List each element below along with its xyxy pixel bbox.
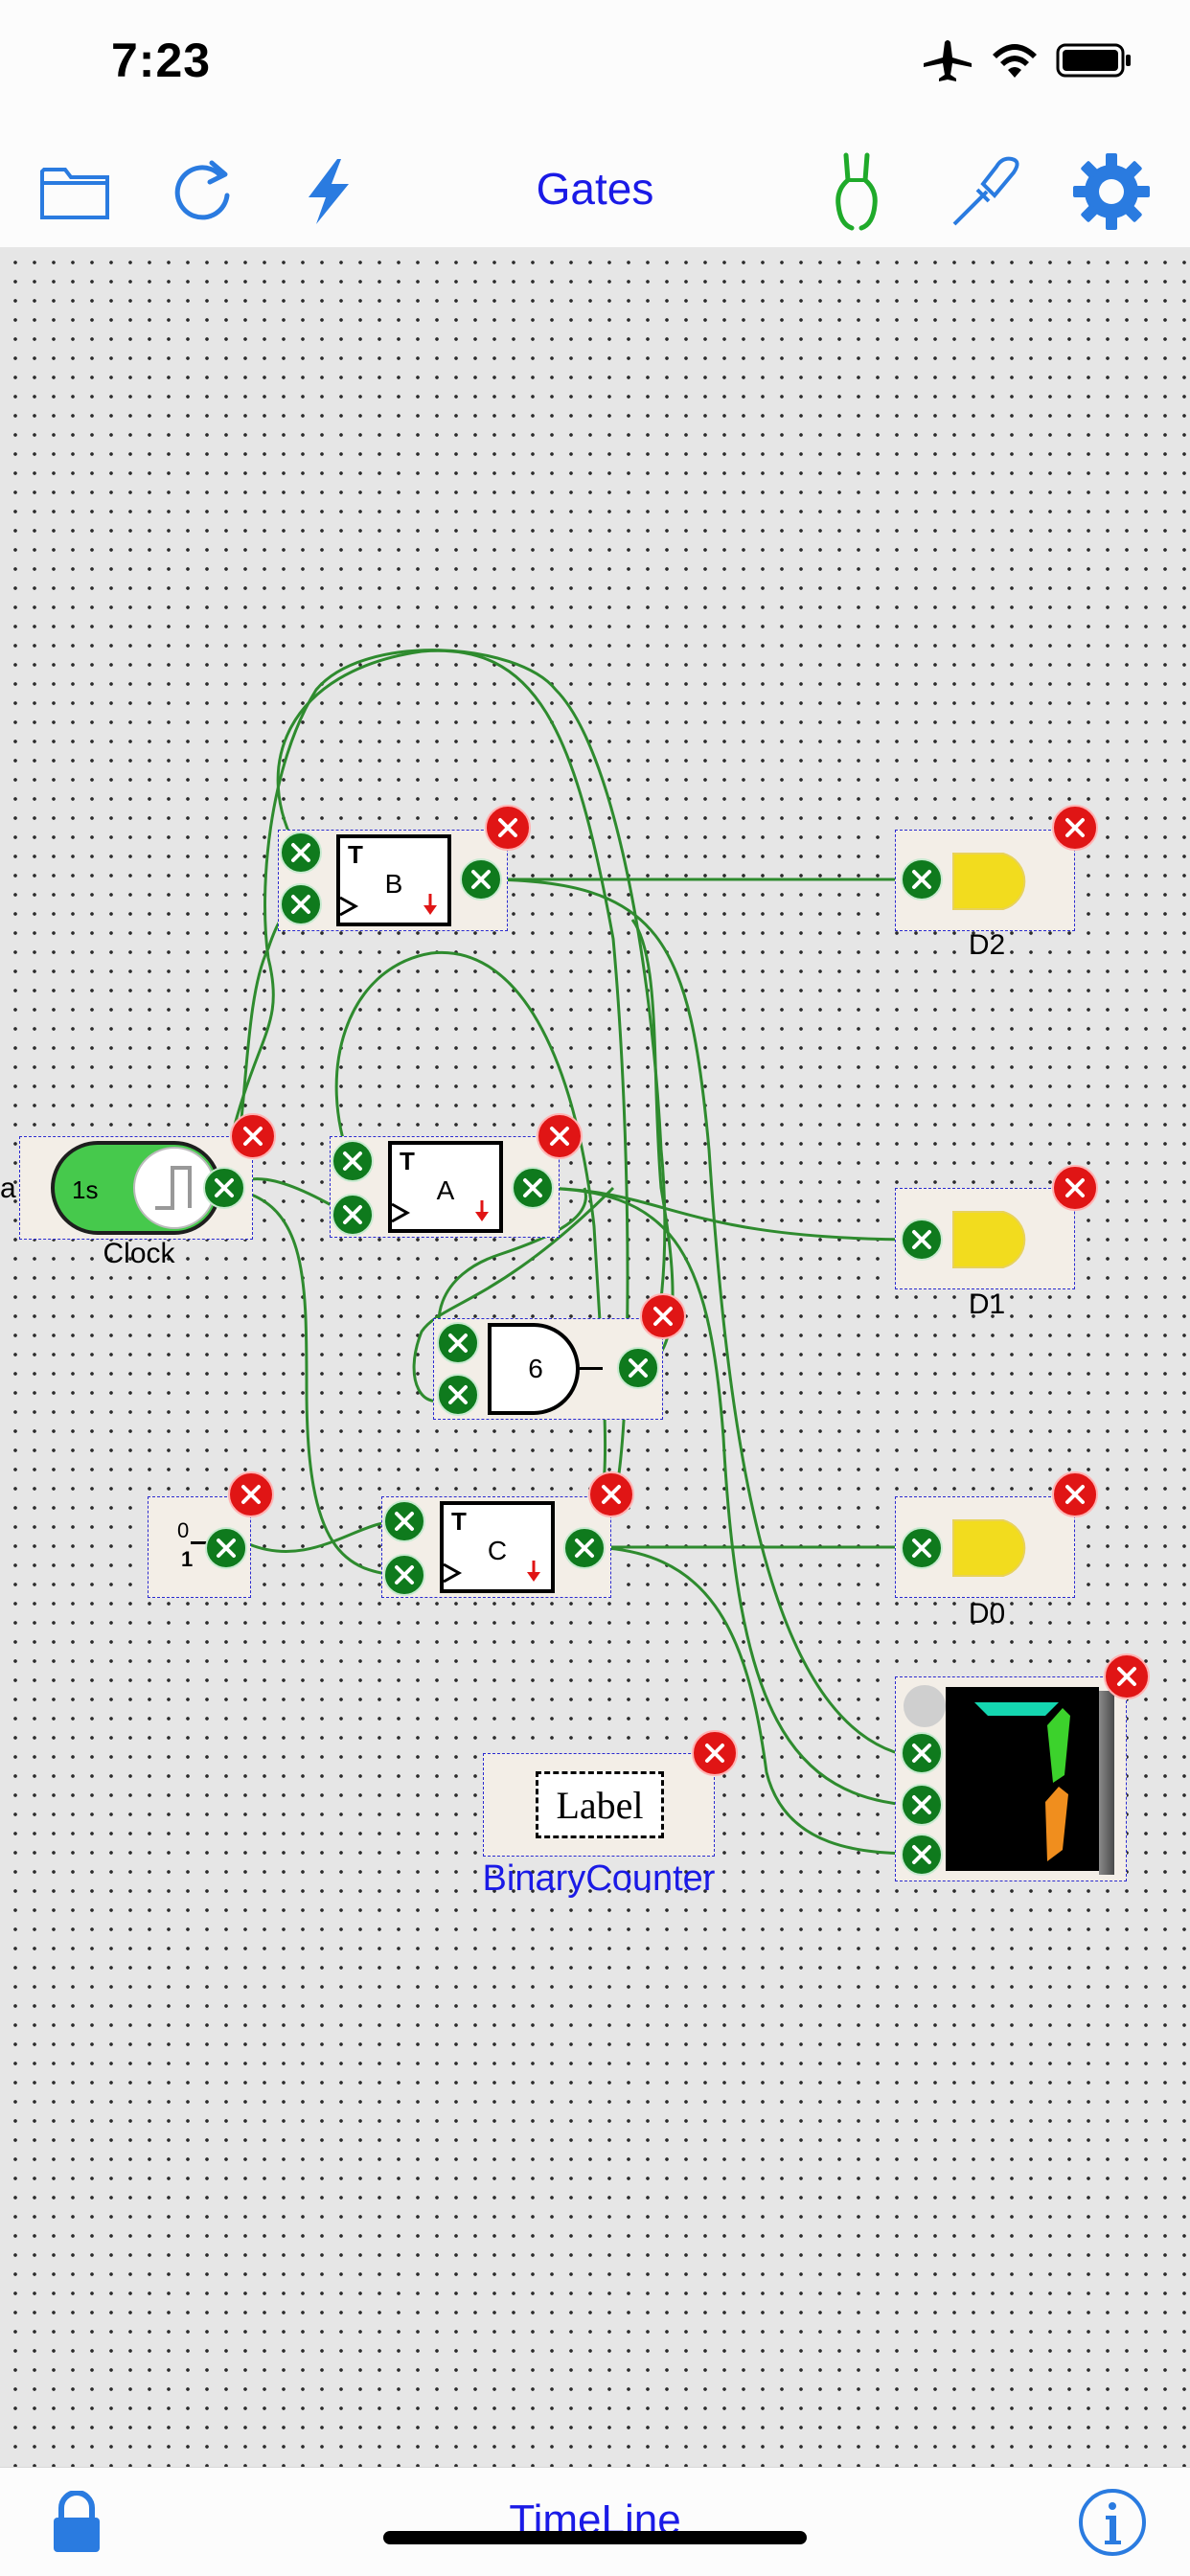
switch-output[interactable]	[205, 1527, 247, 1569]
wifi-icon	[991, 41, 1039, 84]
flip-flop-b-output[interactable]	[460, 858, 502, 900]
clock[interactable]: 1s	[19, 1136, 253, 1240]
flip-flop-c-clock-input[interactable]	[383, 1554, 425, 1596]
square-wave-icon	[155, 1166, 192, 1210]
clock-toggle[interactable]: 1s	[51, 1141, 221, 1235]
and-gate-name: 6	[528, 1354, 543, 1383]
wire-c-to-display[interactable]	[584, 1545, 923, 1856]
delete-and-gate-button[interactable]	[640, 1293, 686, 1339]
bottom-bar: TimeLine	[0, 2467, 1190, 2576]
led-d0-input[interactable]	[901, 1527, 943, 1569]
flip-flop-a-output[interactable]	[512, 1167, 554, 1209]
flip-flop-a-t-input[interactable]	[332, 1140, 374, 1182]
and-gate-input-2[interactable]	[437, 1374, 479, 1416]
and-gate-output[interactable]	[617, 1347, 659, 1389]
clock-input-marker-icon	[443, 1562, 463, 1584]
led-d1-label: D1	[968, 1288, 1006, 1320]
flip-flop-b-t-input[interactable]	[280, 832, 322, 874]
clock-period: 1s	[72, 1175, 99, 1204]
clock-label: Clock	[103, 1238, 175, 1269]
delete-label-button[interactable]	[692, 1730, 738, 1776]
clock-input-marker-icon	[391, 1202, 411, 1223]
wire-clock-to-c[interactable]	[223, 1186, 403, 1578]
flip-flop-a-name: A	[436, 1175, 455, 1205]
wire-cutter-icon[interactable]	[816, 151, 897, 232]
wire-a-to-display[interactable]	[532, 1186, 923, 1808]
falling-edge-arrow-icon	[475, 1200, 489, 1221]
delete-clock-button[interactable]	[230, 1113, 276, 1159]
delete-led-d1-button[interactable]	[1052, 1165, 1098, 1211]
probe-icon[interactable]	[947, 151, 1027, 232]
reload-icon[interactable]	[163, 151, 243, 232]
led-d1-input[interactable]	[901, 1219, 943, 1261]
switch-bottom-label: 1	[181, 1547, 194, 1571]
led-d0-lamp	[952, 1519, 1026, 1577]
flip-flop-b-clock-input[interactable]	[280, 883, 322, 925]
delete-led-d2-button[interactable]	[1052, 805, 1098, 851]
home-indicator[interactable]	[383, 2531, 807, 2544]
toolbar-title: Gates	[536, 164, 654, 214]
flip-flop-b[interactable]: T B	[278, 830, 508, 931]
digit-segments	[974, 1702, 1070, 1861]
and-gate-input-1[interactable]	[437, 1322, 479, 1364]
and-gate-body	[488, 1323, 580, 1415]
status-bar: 7:23	[0, 0, 1190, 134]
info-icon[interactable]	[1077, 2487, 1148, 2563]
status-time: 7:23	[111, 34, 212, 87]
delete-flip-flop-b-button[interactable]	[485, 805, 531, 851]
folder-icon[interactable]	[34, 151, 115, 232]
falling-edge-arrow-icon	[527, 1561, 540, 1582]
delete-led-d0-button[interactable]	[1052, 1471, 1098, 1517]
battery-icon	[1056, 41, 1133, 84]
label-text: Label	[536, 1771, 664, 1838]
display-input-2[interactable]	[901, 1784, 943, 1826]
display-decimal-indicator	[904, 1685, 946, 1727]
wire-b-to-display[interactable]	[480, 878, 923, 1760]
flip-flop-b-name: B	[384, 869, 403, 899]
label-caption: BinaryCounter	[482, 1858, 716, 1899]
falling-edge-arrow-icon	[423, 894, 437, 915]
delete-display-button[interactable]	[1104, 1653, 1150, 1699]
clock-edge-text: a	[0, 1173, 16, 1204]
display-input-1[interactable]	[901, 1732, 943, 1774]
flip-flop-c-name: C	[487, 1536, 508, 1565]
gear-icon[interactable]	[1071, 151, 1152, 232]
led-d1-lamp	[952, 1211, 1026, 1268]
wire-loop-b[interactable]	[218, 649, 667, 1370]
led-d0[interactable]	[895, 1496, 1075, 1598]
led-d2-lamp	[952, 853, 1026, 910]
delete-flip-flop-c-button[interactable]	[588, 1471, 634, 1517]
clock-input-marker-icon	[339, 896, 359, 917]
airplane-icon	[922, 38, 973, 87]
display-input-3[interactable]	[901, 1834, 943, 1876]
label-component[interactable]: Label	[483, 1753, 715, 1857]
led-d2-label: D2	[968, 929, 1006, 961]
delete-switch-button[interactable]	[228, 1471, 274, 1517]
switch-top-label: 0	[177, 1518, 190, 1542]
lock-icon[interactable]	[50, 2490, 103, 2559]
display-screen	[946, 1687, 1099, 1871]
clock-output[interactable]	[203, 1167, 245, 1209]
wire-and-input-b[interactable]	[412, 1186, 615, 1402]
led-d2-input[interactable]	[901, 858, 943, 900]
led-d0-label: D0	[968, 1598, 1006, 1630]
flip-flop-c-output[interactable]	[563, 1527, 606, 1569]
lightning-icon[interactable]	[287, 151, 368, 232]
wire-loop-b-enable[interactable]	[276, 649, 629, 1505]
flip-flop-c-t-input[interactable]	[383, 1500, 425, 1542]
flip-flop-a-clock-input[interactable]	[332, 1194, 374, 1236]
delete-flip-flop-a-button[interactable]	[537, 1113, 583, 1159]
